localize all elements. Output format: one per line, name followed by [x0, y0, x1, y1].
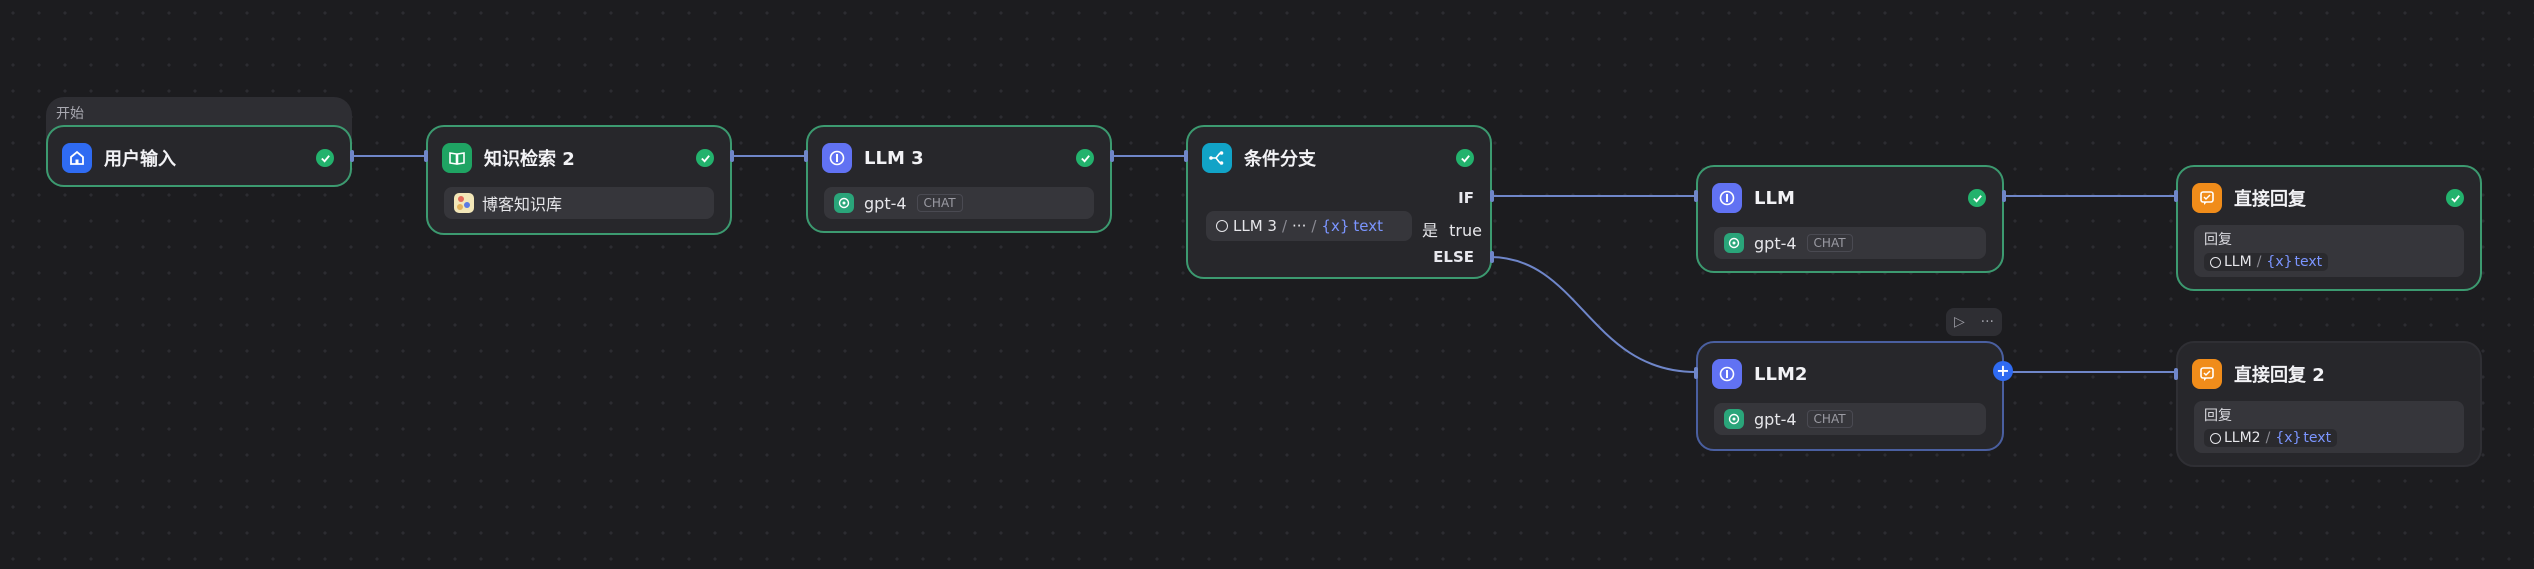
node-toolbar: ▷ ···	[1946, 308, 2002, 336]
variable-icon: {x}	[2266, 254, 2293, 270]
more-icon[interactable]: ···	[1980, 314, 1995, 330]
model-selector[interactable]: gpt-4 CHAT	[1714, 227, 1986, 259]
node-title: 直接回复 2	[2234, 365, 2325, 386]
input-handle[interactable]	[2174, 190, 2178, 202]
input-handle[interactable]	[804, 150, 808, 162]
success-check-icon	[2446, 189, 2464, 207]
node-answer-2[interactable]: 直接回复 2 回复 LLM2 / {x} text	[2174, 341, 2482, 467]
branch-icon	[1202, 143, 1232, 173]
dataset-chip[interactable]: 博客知识库	[444, 187, 714, 219]
llm-small-icon	[2210, 432, 2221, 444]
if-label: IF	[1458, 189, 1474, 207]
condition-var: text	[1353, 217, 1383, 235]
dataset-name: 博客知识库	[482, 195, 563, 214]
node-start[interactable]: 用户输入	[46, 125, 354, 187]
node-answer[interactable]: 直接回复 回复 LLM / {x} text	[2174, 165, 2482, 291]
node-if-else[interactable]: 条件分支 IF LLM 3 / ··· / {x} text 是 true EL…	[1184, 125, 1494, 279]
reply-variable: LLM2 / {x} text	[2204, 429, 2338, 447]
openai-icon	[1724, 409, 1744, 429]
success-check-icon	[1076, 149, 1094, 167]
success-check-icon	[316, 149, 334, 167]
node-title: 条件分支	[1244, 149, 1316, 170]
input-handle[interactable]	[2174, 368, 2178, 380]
openai-icon	[1724, 233, 1744, 253]
success-check-icon	[1968, 189, 1986, 207]
node-llm3[interactable]: LLM 3 gpt-4 CHAT	[804, 125, 1114, 233]
openai-icon	[834, 193, 854, 213]
node-llm[interactable]: LLM gpt-4 CHAT	[1694, 165, 2006, 273]
node-title: 用户输入	[104, 149, 176, 170]
condition-operator: 是 true	[1422, 221, 1482, 240]
llm-small-icon	[1216, 220, 1228, 232]
model-mode-tag: CHAT	[1806, 410, 1853, 428]
output-handle[interactable]	[350, 150, 354, 162]
input-handle[interactable]	[424, 150, 428, 162]
model-selector[interactable]: gpt-4 CHAT	[1714, 403, 1986, 435]
variable-icon: {x}	[1321, 217, 1350, 235]
model-mode-tag: CHAT	[916, 194, 963, 212]
reply-label: 回复	[2204, 232, 2232, 248]
llm-icon	[1712, 359, 1742, 389]
condition-variable[interactable]: LLM 3 / ··· / {x} text	[1206, 211, 1412, 241]
model-name: gpt-4	[1754, 233, 1797, 253]
run-icon[interactable]: ▷	[1953, 314, 1965, 330]
input-handle[interactable]	[1184, 150, 1188, 162]
success-check-icon	[696, 149, 714, 167]
model-mode-tag: CHAT	[1806, 234, 1853, 252]
node-title: 直接回复	[2234, 189, 2306, 210]
output-handle[interactable]	[2002, 190, 2006, 202]
output-handle[interactable]	[1110, 150, 1114, 162]
reply-icon	[2192, 359, 2222, 389]
add-next-node-button[interactable]: +	[1993, 361, 2013, 381]
model-name: gpt-4	[864, 193, 907, 213]
edge-branch-else-llm2	[1489, 256, 1697, 373]
output-handle[interactable]	[730, 150, 734, 162]
node-title: LLM	[1754, 187, 1795, 209]
else-output-handle[interactable]	[1490, 251, 1494, 263]
success-check-icon	[1456, 149, 1474, 167]
variable-icon: {x}	[2275, 430, 2302, 446]
input-handle[interactable]	[1694, 367, 1698, 379]
condition-ellipsis: ···	[1292, 217, 1307, 235]
input-handle[interactable]	[1694, 190, 1698, 202]
node-title: LLM 3	[864, 147, 924, 169]
home-icon	[62, 143, 92, 173]
reply-variable: LLM / {x} text	[2204, 253, 2329, 271]
reply-icon	[2192, 183, 2222, 213]
if-output-handle[interactable]	[1490, 190, 1494, 202]
model-selector[interactable]: gpt-4 CHAT	[824, 187, 1094, 219]
book-icon	[442, 143, 472, 173]
node-title: LLM2	[1754, 363, 1808, 385]
node-title: 知识检索 2	[484, 149, 575, 170]
dataset-icon	[454, 193, 474, 213]
reply-label: 回复	[2204, 408, 2232, 424]
reply-content[interactable]: 回复 LLM2 / {x} text	[2194, 401, 2464, 453]
condition-value: true	[1449, 221, 1482, 240]
condition-node: LLM 3	[1233, 217, 1277, 235]
node-knowledge-retrieval[interactable]: 知识检索 2 博客知识库	[424, 125, 734, 235]
node-llm2[interactable]: LLM2 gpt-4 CHAT	[1694, 341, 2004, 451]
llm-small-icon	[2210, 256, 2221, 268]
else-label: ELSE	[1433, 248, 1474, 266]
llm-icon	[1712, 183, 1742, 213]
llm-icon	[822, 143, 852, 173]
reply-content[interactable]: 回复 LLM / {x} text	[2194, 225, 2464, 277]
model-name: gpt-4	[1754, 409, 1797, 429]
start-group-label: 开始	[56, 106, 84, 122]
